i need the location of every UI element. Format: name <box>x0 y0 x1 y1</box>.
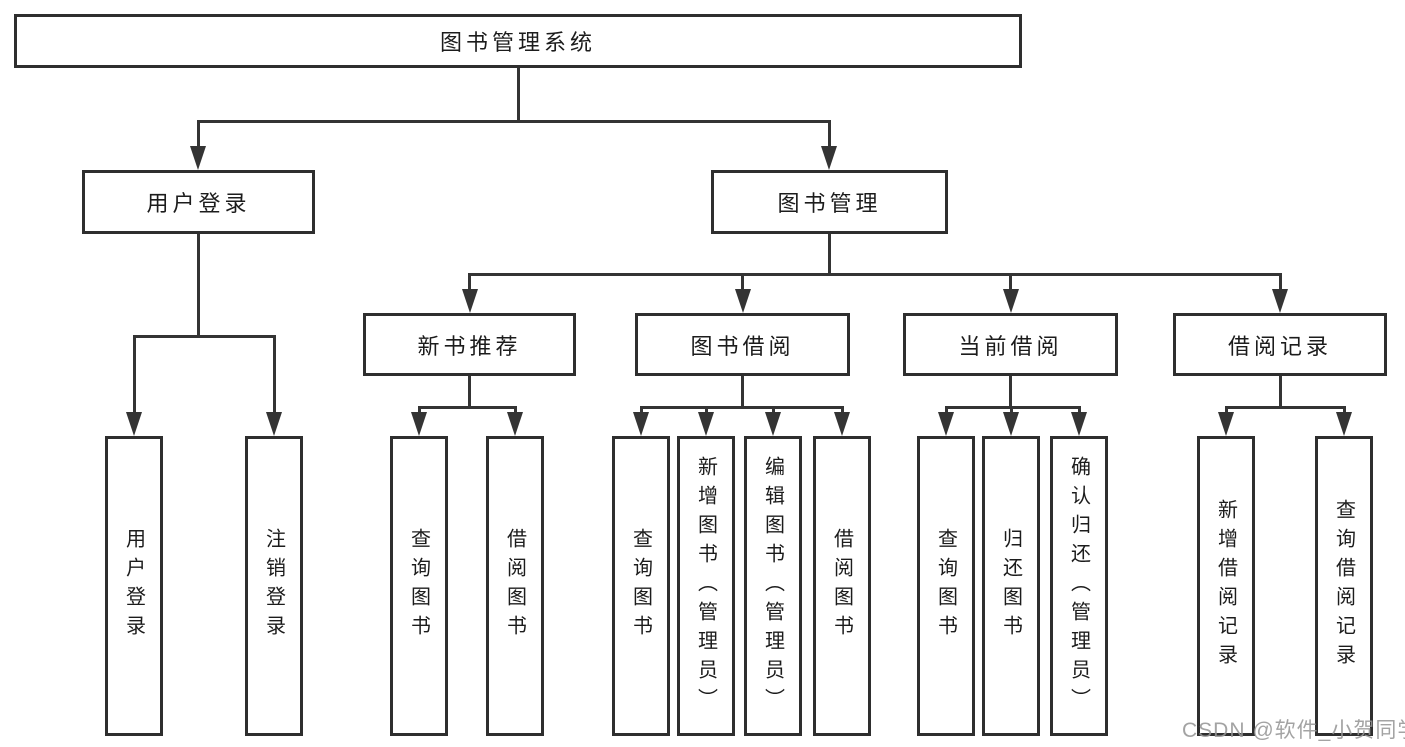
connector-current-borrow-hline <box>944 406 1081 409</box>
leaf-borrow-books-2: 借阅图书 <box>813 436 871 736</box>
leaf-borrow-books-1: 借阅图书 <box>486 436 544 736</box>
arrow-to-leaf-query-books-3 <box>938 412 954 436</box>
connector-book-borrow-stub-4 <box>840 406 844 415</box>
node-new-book-recommend: 新书推荐 <box>363 313 576 376</box>
leaf-query-books-2: 查询图书 <box>612 436 670 736</box>
leaf-user-login: 用户登录 <box>105 436 163 736</box>
node-book-borrowing: 图书借阅 <box>635 313 850 376</box>
connector-book-borrow-stub-1 <box>639 406 643 415</box>
arrow-to-leaf-query-borrow-record <box>1336 412 1352 436</box>
arrow-to-borrowing-records <box>1272 289 1288 313</box>
leaf-query-books-1: 查询图书 <box>390 436 448 736</box>
leaf-add-borrow-record: 新增借阅记录 <box>1197 436 1255 736</box>
connector-book-mgmt-stub-2 <box>741 273 744 292</box>
node-root: 图书管理系统 <box>14 14 1022 68</box>
connector-book-borrow-hline <box>639 406 844 409</box>
leaf-query-borrow-record: 查询借阅记录 <box>1315 436 1373 736</box>
connector-book-mgmt-trunk <box>827 234 831 273</box>
connector-current-borrow-stub-2 <box>1009 406 1013 415</box>
csdn-watermark: CSDN @软件_小贺同学 <box>1182 719 1405 742</box>
leaf-logout: 注销登录 <box>245 436 303 736</box>
connector-user-login-stub-1 <box>132 335 136 415</box>
connector-root-trunk <box>516 68 520 120</box>
connector-current-borrow-trunk <box>1009 376 1012 406</box>
leaf-edit-book-admin: 编辑图书（管理员） <box>744 436 802 736</box>
arrow-to-leaf-confirm-return <box>1071 412 1087 436</box>
leaf-confirm-return-admin: 确认归还（管理员） <box>1050 436 1108 736</box>
connector-new-book-hline <box>417 406 517 409</box>
leaf-add-book-admin: 新增图书（管理员） <box>677 436 735 736</box>
connector-records-trunk <box>1278 376 1282 406</box>
arrow-to-leaf-edit-book <box>765 412 781 436</box>
connector-user-login-hline <box>132 335 276 338</box>
arrow-to-leaf-logout <box>266 412 282 436</box>
node-book-management: 图书管理 <box>711 170 948 234</box>
connector-book-borrow-stub-3 <box>771 406 775 415</box>
connector-records-hline <box>1224 406 1346 409</box>
arrow-to-leaf-query-books-1 <box>411 412 427 436</box>
connector-book-mgmt-hline <box>468 273 1282 276</box>
connector-book-borrow-stub-2 <box>704 406 708 415</box>
connector-user-login-trunk <box>196 234 200 335</box>
connector-book-mgmt-stub-3 <box>1009 273 1012 292</box>
connector-new-book-trunk <box>468 376 471 406</box>
arrow-to-leaf-add-book <box>698 412 714 436</box>
connector-records-stub-1 <box>1224 406 1228 415</box>
arrow-to-user-login <box>190 146 206 170</box>
connector-root-stub-right <box>827 120 831 148</box>
node-current-borrowing: 当前借阅 <box>903 313 1118 376</box>
connector-records-stub-2 <box>1342 406 1346 415</box>
connector-new-book-stub-1 <box>417 406 421 415</box>
arrow-to-book-borrowing <box>734 289 751 313</box>
connector-current-borrow-stub-1 <box>944 406 948 415</box>
arrow-to-book-management <box>821 146 837 170</box>
leaf-return-books: 归还图书 <box>982 436 1040 736</box>
connector-book-mgmt-stub-1 <box>468 273 471 292</box>
connector-root-hline <box>196 120 831 123</box>
connector-current-borrow-stub-3 <box>1077 406 1081 415</box>
arrow-to-leaf-add-borrow-record <box>1218 412 1234 436</box>
node-borrowing-records: 借阅记录 <box>1173 313 1387 376</box>
arrow-to-leaf-query-books-2 <box>633 412 649 436</box>
leaf-query-books-3: 查询图书 <box>917 436 975 736</box>
connector-new-book-stub-2 <box>513 406 517 415</box>
arrow-to-leaf-return-books <box>1003 412 1019 436</box>
connector-user-login-stub-2 <box>272 335 276 415</box>
arrow-to-leaf-borrow-books-1 <box>507 412 523 436</box>
arrow-to-new-book-recommend <box>461 289 478 313</box>
node-user-login: 用户登录 <box>82 170 315 234</box>
connector-book-mgmt-stub-4 <box>1278 273 1282 292</box>
connector-book-borrow-trunk <box>741 376 744 406</box>
connector-root-stub-left <box>196 120 200 148</box>
arrow-to-current-borrowing <box>1002 289 1019 313</box>
arrow-to-leaf-user-login <box>126 412 142 436</box>
arrow-to-leaf-borrow-books-2 <box>834 412 850 436</box>
